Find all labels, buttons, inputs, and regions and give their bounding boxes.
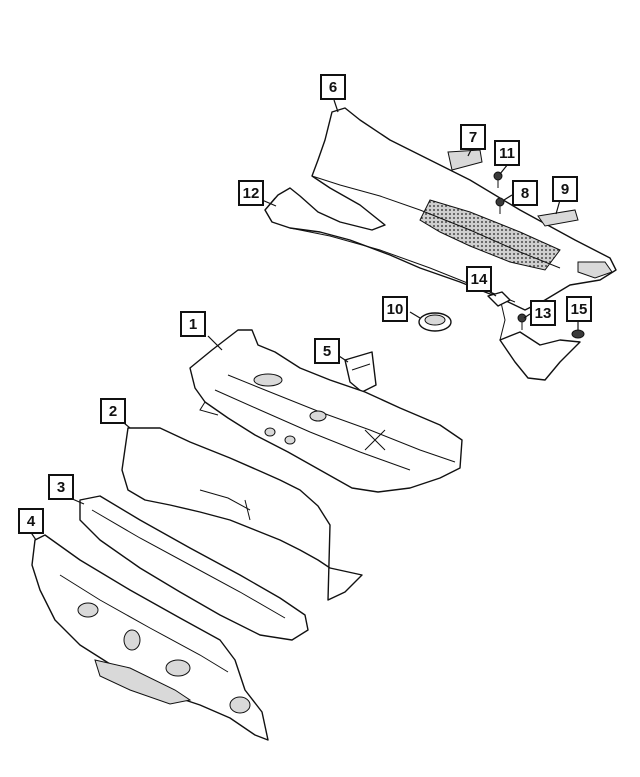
clip-14[interactable] <box>487 291 511 307</box>
seal-3[interactable] <box>79 495 309 641</box>
seal-strip-7[interactable] <box>447 149 483 171</box>
seal-strip-9[interactable] <box>537 209 579 227</box>
callout-9[interactable]: 9 <box>552 176 578 202</box>
callout-14[interactable]: 14 <box>466 266 492 292</box>
leader-lines <box>27 99 579 541</box>
grommet-10[interactable] <box>418 312 452 332</box>
insulator-2[interactable] <box>121 427 363 601</box>
callout-13[interactable]: 13 <box>530 300 556 326</box>
callout-1[interactable]: 1 <box>180 311 206 337</box>
callout-8[interactable]: 8 <box>512 180 538 206</box>
screw-8[interactable] <box>495 197 505 214</box>
callout-6[interactable]: 6 <box>320 74 346 100</box>
callout-3[interactable]: 3 <box>48 474 74 500</box>
fastener-11[interactable] <box>493 171 503 188</box>
cowl-panel-1[interactable] <box>189 329 463 493</box>
bracket-5[interactable] <box>344 351 377 393</box>
cowl-top-panel[interactable] <box>264 107 617 381</box>
nut-15[interactable] <box>571 329 585 339</box>
callout-7[interactable]: 7 <box>460 124 486 150</box>
callout-10[interactable]: 10 <box>382 296 408 322</box>
callout-2[interactable]: 2 <box>100 398 126 424</box>
dash-panel-4[interactable] <box>31 534 269 741</box>
screw-13[interactable] <box>517 313 527 330</box>
callout-12[interactable]: 12 <box>238 180 264 206</box>
callout-15[interactable]: 15 <box>566 296 592 322</box>
callout-11[interactable]: 11 <box>494 140 520 166</box>
callout-4[interactable]: 4 <box>18 508 44 534</box>
callout-5[interactable]: 5 <box>314 338 340 364</box>
